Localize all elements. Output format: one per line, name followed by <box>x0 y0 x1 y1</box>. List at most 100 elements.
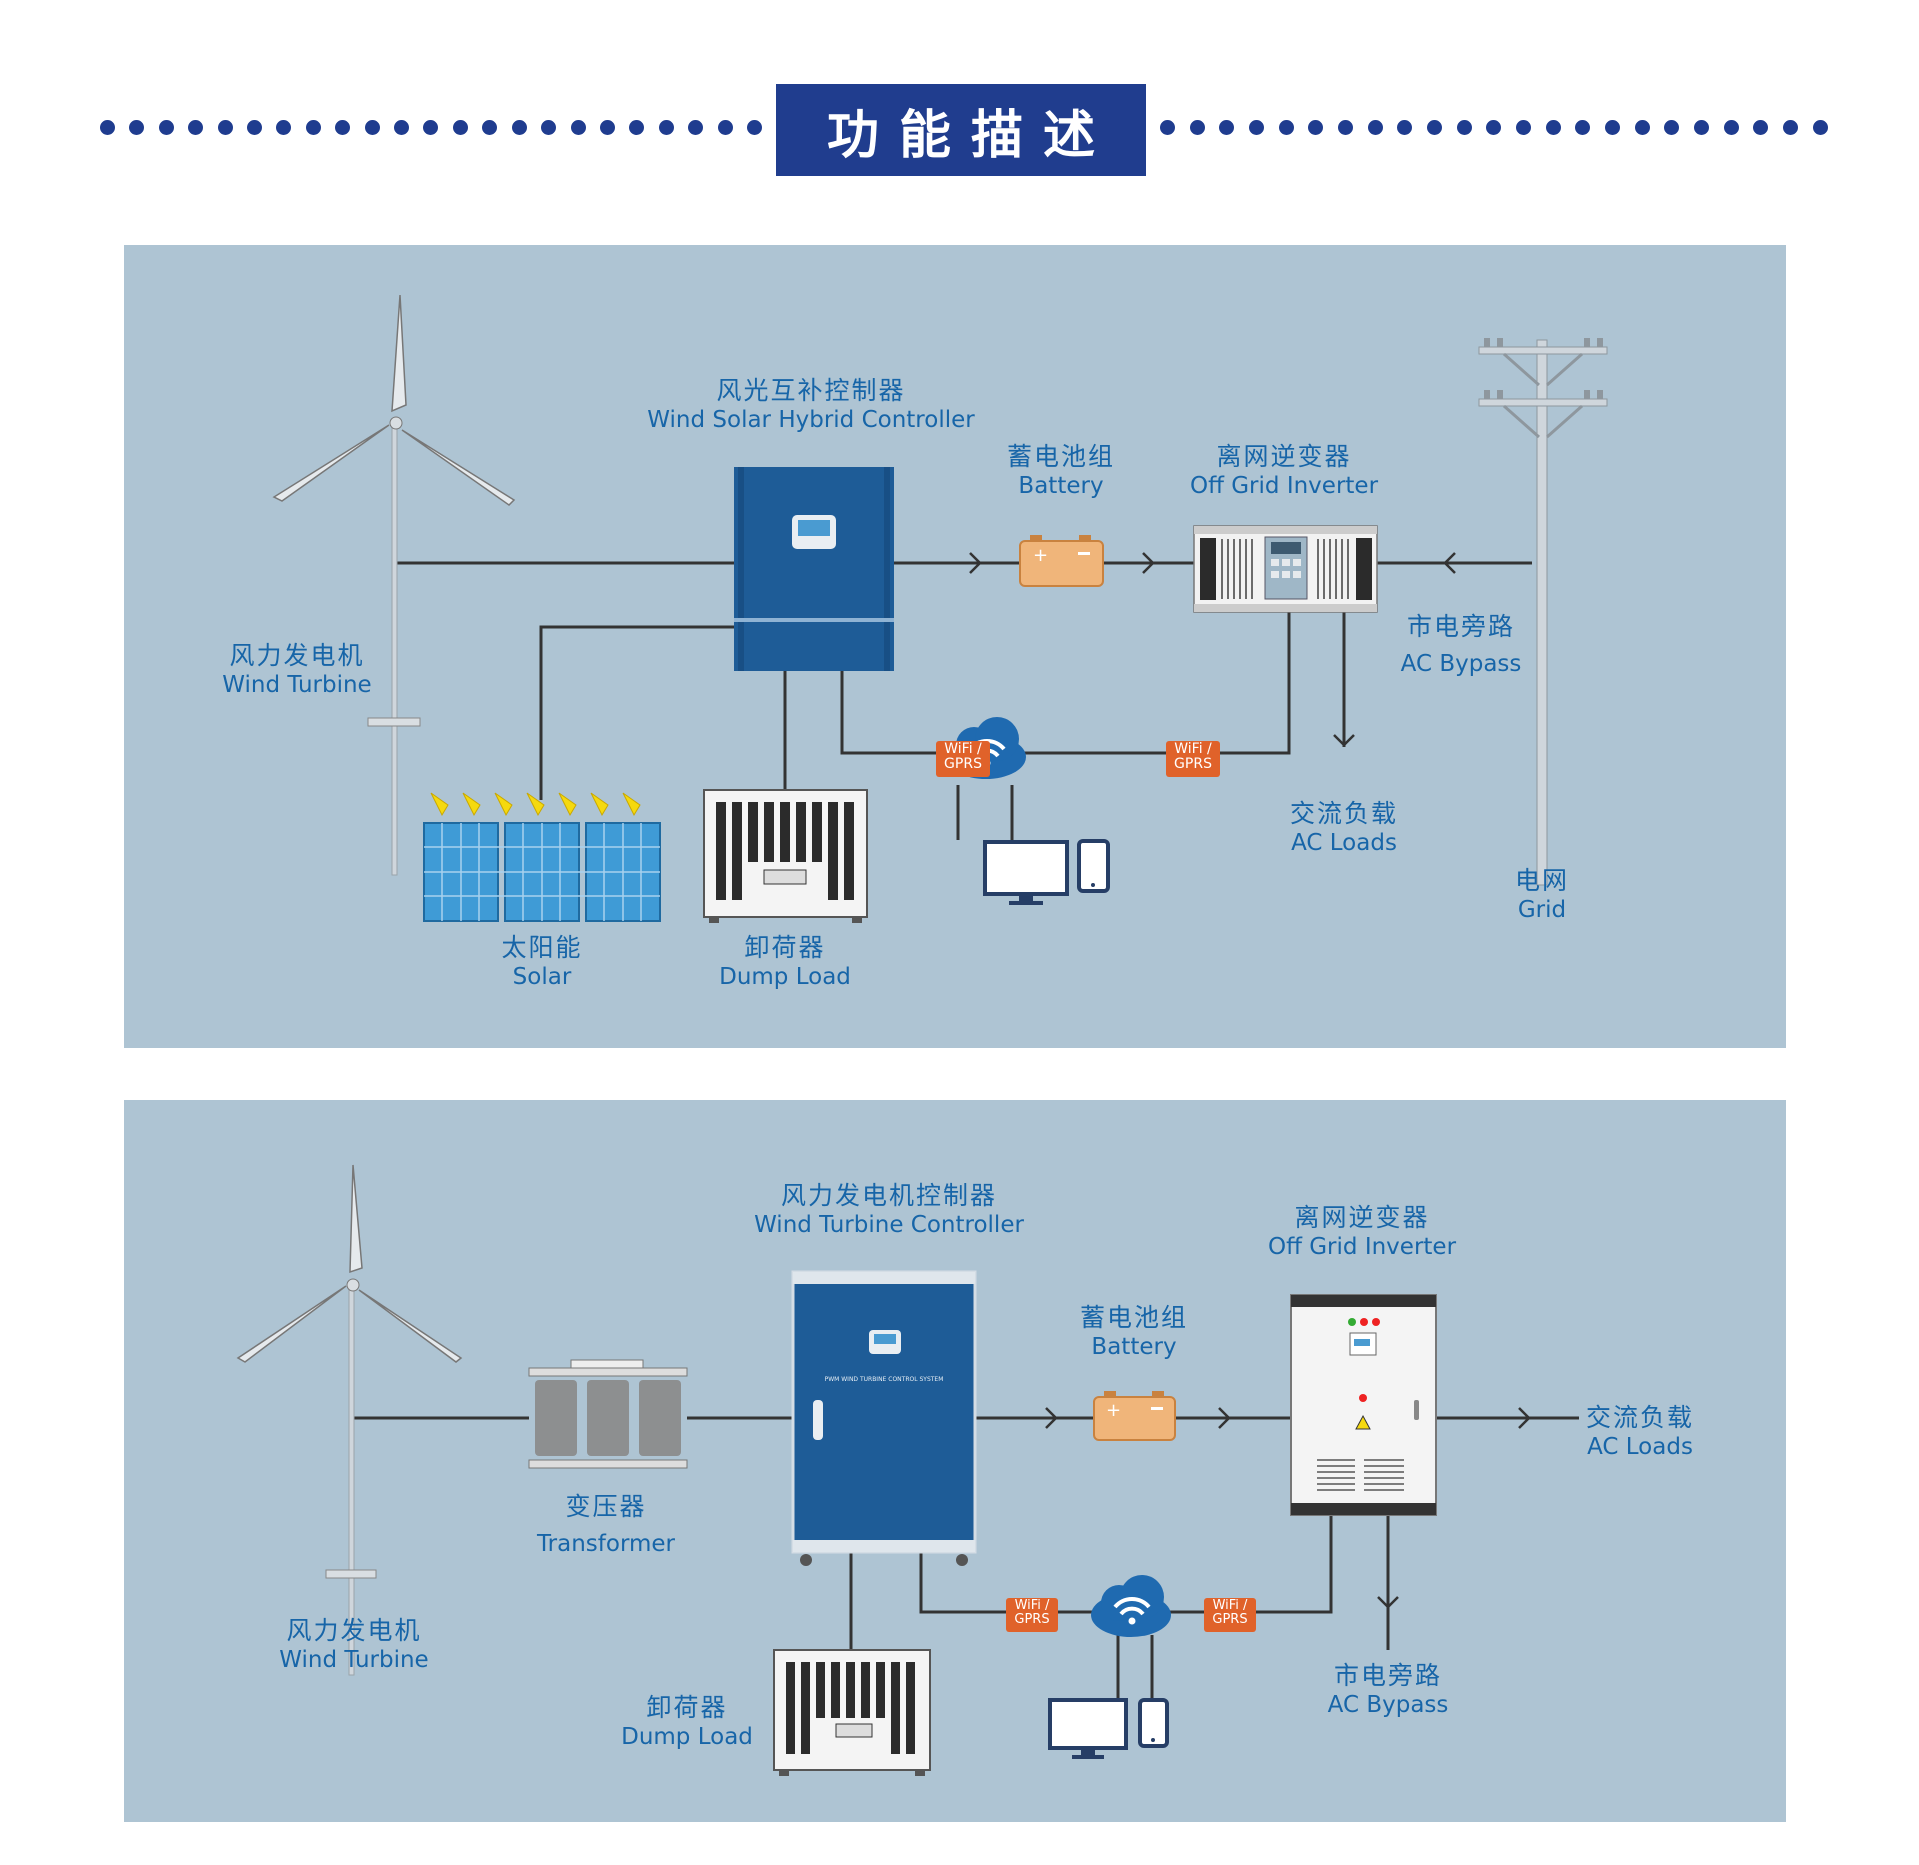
monitor-icon-2 <box>1048 1698 1128 1759</box>
header-dot <box>1160 120 1175 135</box>
header-dot <box>629 120 645 135</box>
wires <box>394 561 1532 840</box>
wifi-gprs-text-left-2: WiFi /GPRS <box>1014 1598 1050 1627</box>
header-dot <box>1367 120 1383 135</box>
wind-controller-cabinet-icon <box>791 1270 977 1566</box>
header-dot <box>452 120 468 135</box>
header-dot <box>247 120 263 135</box>
phone-icon <box>1077 839 1110 893</box>
wind-turbine-icon-2 <box>236 1164 463 1676</box>
cabinet-nameplate: PWM WIND TURBINE CONTROL SYSTEM <box>824 1376 944 1383</box>
header-dot <box>1456 120 1472 135</box>
header-dot <box>1634 120 1650 135</box>
header-dot <box>1189 120 1205 135</box>
header-dot <box>188 120 204 135</box>
header-dot <box>688 120 704 135</box>
arrows <box>969 552 1456 747</box>
inverter-icon <box>1193 525 1378 613</box>
arrows-2 <box>1045 1407 1531 1609</box>
header-dots-right <box>1160 120 1828 136</box>
header-dot <box>1753 120 1769 135</box>
header-dot <box>1427 120 1443 135</box>
header-dot <box>217 120 233 135</box>
header-dot <box>1812 120 1828 135</box>
wifi-gprs-tag-right <box>1166 741 1220 777</box>
page-title: 功能描述 <box>776 84 1146 176</box>
wifi-gprs-text-right: WiFi /GPRS <box>1174 741 1212 772</box>
diagram-panel-wind: + <box>124 1100 1786 1822</box>
header-dot <box>305 120 321 135</box>
header-dot <box>1723 120 1739 135</box>
utility-pole-icon <box>1478 338 1608 886</box>
header-dot <box>1516 120 1532 135</box>
header-dots-left <box>100 120 762 136</box>
transformer-icon <box>528 1359 688 1469</box>
wifi-gprs-tag-left-2 <box>1006 1598 1058 1632</box>
header-dot <box>394 120 410 135</box>
solar-panel-icon <box>423 792 661 922</box>
header-dot <box>100 120 115 135</box>
wifi-gprs-tag-left <box>936 741 990 777</box>
header-dot <box>158 120 174 135</box>
svg-text:+: + <box>1033 545 1048 566</box>
battery-icon-2: + <box>1093 1391 1176 1441</box>
header-dot <box>599 120 615 135</box>
wifi-gprs-tag-right-2 <box>1204 1598 1256 1632</box>
header-dot <box>717 120 733 135</box>
dump-load-icon-2 <box>773 1649 931 1776</box>
header-dot <box>1249 120 1265 135</box>
wifi-gprs-text-left: WiFi /GPRS <box>944 741 982 772</box>
header-dot <box>1219 120 1235 135</box>
header-dot <box>1575 120 1591 135</box>
battery-icon: + <box>1019 535 1104 587</box>
header-dot <box>1308 120 1324 135</box>
header-dot <box>1486 120 1502 135</box>
header-dot <box>746 120 762 135</box>
header-dot <box>1694 120 1710 135</box>
hybrid-controller-icon <box>734 467 894 671</box>
diagram-panel-hybrid: + <box>124 245 1786 1048</box>
diagram-hybrid-graphics: + <box>272 294 1608 923</box>
header-dot <box>1783 120 1799 135</box>
svg-text:+: + <box>1106 1400 1121 1421</box>
header-dot <box>1338 120 1354 135</box>
header-dot <box>276 120 292 135</box>
phone-icon-2 <box>1138 1698 1169 1748</box>
header-dot <box>129 120 145 135</box>
header-dot <box>364 120 380 135</box>
inverter-cabinet-icon <box>1290 1294 1437 1516</box>
header-dot <box>541 120 557 135</box>
header-dot <box>570 120 586 135</box>
header-dot <box>1397 120 1413 135</box>
wires-2 <box>354 1416 1579 1700</box>
header-dot <box>1664 120 1680 135</box>
header-dot <box>482 120 498 135</box>
dump-load-icon <box>703 789 868 923</box>
wind-turbine-icon <box>272 294 516 876</box>
header-dot <box>1278 120 1294 135</box>
monitor-icon <box>983 840 1069 905</box>
wifi-gprs-text-right-2: WiFi /GPRS <box>1212 1598 1248 1627</box>
header-dot <box>1605 120 1621 135</box>
header-dot <box>1545 120 1561 135</box>
diagram-wind-graphics: + <box>236 1164 1579 1776</box>
wifi-cloud-icon-2 <box>1091 1575 1171 1637</box>
header-dot <box>423 120 439 135</box>
